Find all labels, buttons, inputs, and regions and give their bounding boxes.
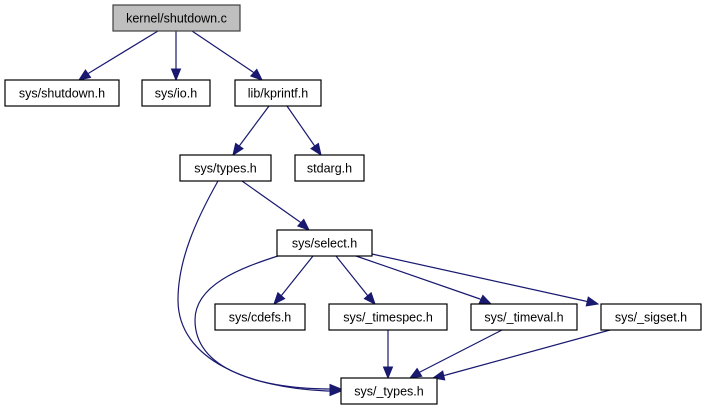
edge-line-end [252, 71, 255, 74]
node-label: sys/select.h [292, 237, 357, 251]
edge-timespec_h-to-_types_h [382, 330, 394, 380]
edge-types_h-to-select_h [241, 180, 310, 231]
arrowhead-icon [310, 142, 322, 157]
edge-line [355, 255, 481, 300]
arrowhead-icon [232, 142, 244, 157]
edge-line [286, 105, 315, 146]
node-label: sys/shutdown.h [19, 87, 105, 101]
node-kprintf-h[interactable]: lib/kprintf.h [234, 79, 322, 107]
root-node-box[interactable] [112, 4, 241, 32]
edge-root-to-io_h [170, 31, 182, 82]
node-sigset-h[interactable]: sys/_sigset.h [600, 303, 702, 331]
node-cdefs-h[interactable]: sys/cdefs.h [214, 303, 306, 331]
node-label: sys/cdefs.h [229, 311, 292, 325]
edge-line-end [313, 144, 316, 147]
edge-line [239, 105, 270, 146]
edge-timeval_h-to-_types_h [408, 329, 503, 379]
node-box[interactable] [4, 79, 120, 107]
edge-line [371, 253, 586, 302]
edge-kprintf_h-to-stdarg_h [286, 105, 322, 157]
edge-select_h-to-timeval_h [355, 255, 493, 305]
edge-select_h-to-timespec_h [335, 255, 376, 305]
edge-root-to-kprintf_h [191, 30, 263, 81]
node-root[interactable]: kernel/shutdown.c [112, 4, 241, 32]
node-label: kernel/shutdown.c [126, 12, 227, 26]
arrowhead-icon [170, 68, 182, 82]
node-stdarg-h[interactable]: stdarg.h [294, 154, 365, 182]
node-box[interactable] [294, 154, 365, 182]
node-label: sys/types.h [194, 162, 257, 176]
node-label: sys/_timespec.h [343, 311, 433, 325]
edge-line-end [443, 374, 447, 377]
edge-kprintf_h-to-types_h [232, 105, 270, 157]
node-box[interactable] [600, 303, 702, 331]
edge-line-end [299, 221, 302, 224]
node-label: stdarg.h [307, 162, 352, 176]
node-timespec-h[interactable]: sys/_timespec.h [328, 303, 448, 331]
arrowhead-icon [408, 367, 423, 379]
node-label: sys/io.h [155, 87, 197, 101]
arrowhead-icon [363, 291, 376, 305]
edge-types_h-to-_types_h [177, 180, 343, 397]
node-io-h[interactable]: sys/io.h [141, 79, 211, 107]
edge-line-end [87, 72, 90, 75]
node-box[interactable] [328, 303, 448, 331]
node-box[interactable] [214, 303, 306, 331]
edge-line [280, 255, 314, 297]
node-label: sys/_types.h [354, 385, 424, 399]
edge-line [419, 329, 503, 373]
arrowhead-icon [585, 296, 600, 307]
node-label: sys/_timeval.h [484, 311, 563, 325]
edge-line [194, 254, 328, 390]
edge-line [191, 30, 254, 73]
edge-root-to-shutdown_h [77, 30, 159, 81]
edge-line [335, 255, 369, 297]
arrowhead-icon [273, 291, 286, 305]
node-shutdown-h[interactable]: sys/shutdown.h [4, 79, 120, 107]
node-types-h[interactable]: sys/_types.h [340, 377, 438, 405]
edge-select_h-to-cdefs_h [273, 255, 314, 305]
node-types-h[interactable]: sys/types.h [179, 154, 272, 182]
node-label: sys/_sigset.h [615, 311, 687, 325]
node-box[interactable] [179, 154, 272, 182]
node-box[interactable] [276, 229, 373, 257]
node-timeval-h[interactable]: sys/_timeval.h [470, 303, 578, 331]
edge-line [88, 30, 159, 74]
edge-line [177, 180, 328, 392]
arrowhead-icon [478, 294, 493, 305]
nodes-layer: kernel/shutdown.c sys/shutdown.h sys/io.h l… [4, 4, 702, 405]
arrowhead-icon [77, 69, 92, 81]
arrowhead-icon [382, 366, 394, 380]
node-box[interactable] [141, 79, 211, 107]
node-select-h[interactable]: sys/select.h [276, 229, 373, 257]
edge-line [445, 329, 611, 376]
edge-select_h-to-sigset_h [371, 253, 600, 307]
edge-sigset_h-to-_types_h [431, 329, 611, 381]
node-box[interactable] [340, 377, 438, 405]
edges-layer [77, 30, 611, 397]
edge-line-end [238, 144, 241, 147]
edge-line-end [584, 300, 588, 303]
node-box[interactable] [470, 303, 578, 331]
edge-line [241, 180, 301, 223]
node-box[interactable] [234, 79, 322, 107]
edge-select_h-to-_types_h [194, 254, 343, 395]
node-label: lib/kprintf.h [248, 87, 308, 101]
